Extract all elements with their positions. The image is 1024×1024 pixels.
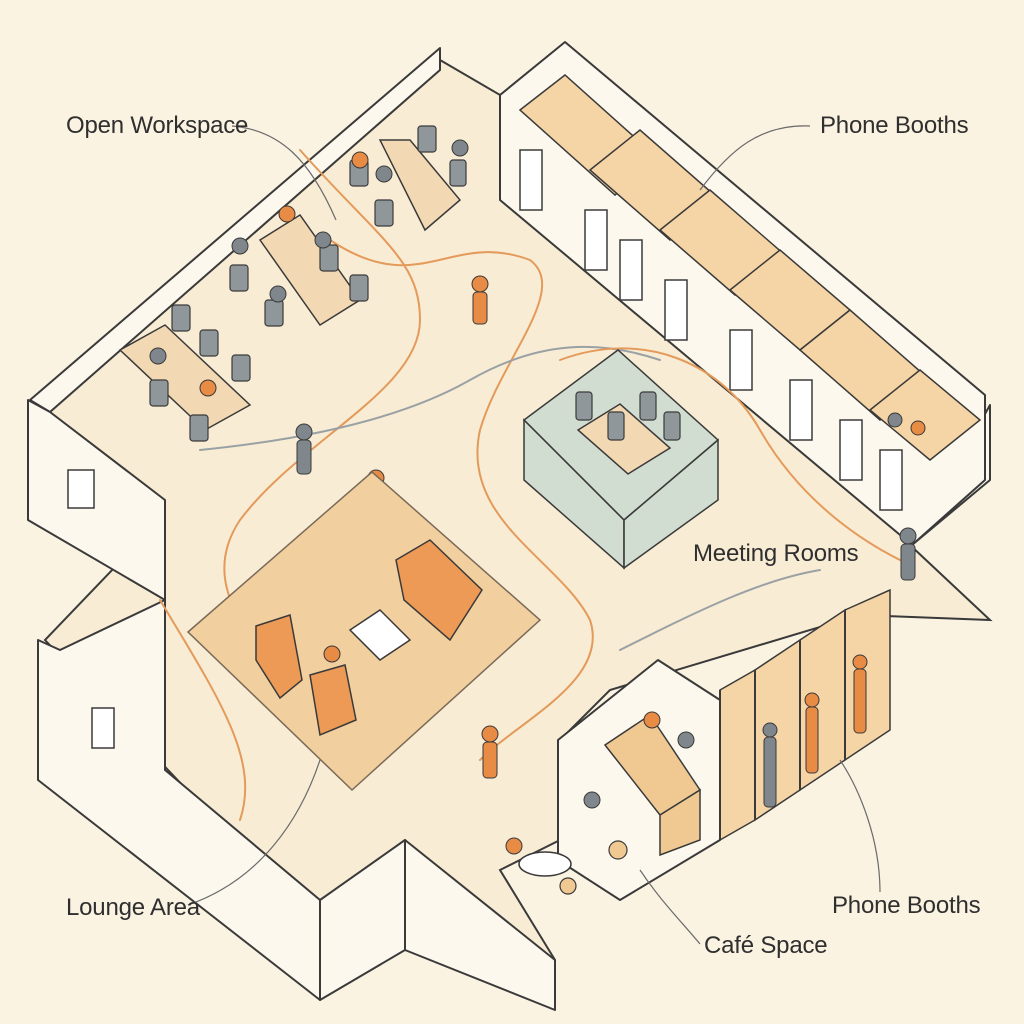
west-wall-lower (37, 599, 321, 1001)
door-icon (584, 209, 608, 271)
door-icon (664, 279, 688, 341)
walkway-path (199, 345, 661, 451)
phone-booths-bottom-leader (839, 759, 881, 893)
cafe-space-leader (639, 869, 701, 945)
cafe-space (505, 659, 721, 901)
phone-booths-bottom-label: Phone Booths (832, 892, 981, 919)
door-icon (729, 329, 753, 391)
phone-booths-top-label: Phone Booths (820, 112, 969, 139)
west-wall-upper (27, 399, 166, 601)
door-icon (879, 449, 903, 511)
lounge-area-label: Lounge Area (66, 894, 200, 921)
phone-booths-top-leader (699, 125, 811, 191)
lounge-area-leader (187, 759, 321, 906)
walkway-path (619, 569, 821, 651)
walkway-path (159, 599, 247, 821)
open-workspace-desks (118, 125, 469, 442)
cafe-space-label: Café Space (704, 932, 828, 959)
walkway-path (329, 239, 594, 761)
phone-booths-bottom-row (719, 588, 891, 842)
meeting-room (522, 349, 720, 570)
door-icon (789, 379, 813, 441)
phone-booths-top-row (499, 41, 986, 546)
south-wall-right (404, 839, 556, 1011)
lounge-area (186, 471, 542, 792)
door-icon (839, 419, 863, 481)
open-workspace-leader (231, 125, 337, 221)
walkway-path (559, 347, 901, 561)
door-icon (619, 239, 643, 301)
window-icon (91, 707, 115, 749)
door-icon (519, 149, 543, 211)
window-icon (67, 469, 95, 509)
open-workspace-label: Open Workspace (66, 112, 249, 139)
meeting-rooms-label: Meeting Rooms (693, 540, 859, 567)
